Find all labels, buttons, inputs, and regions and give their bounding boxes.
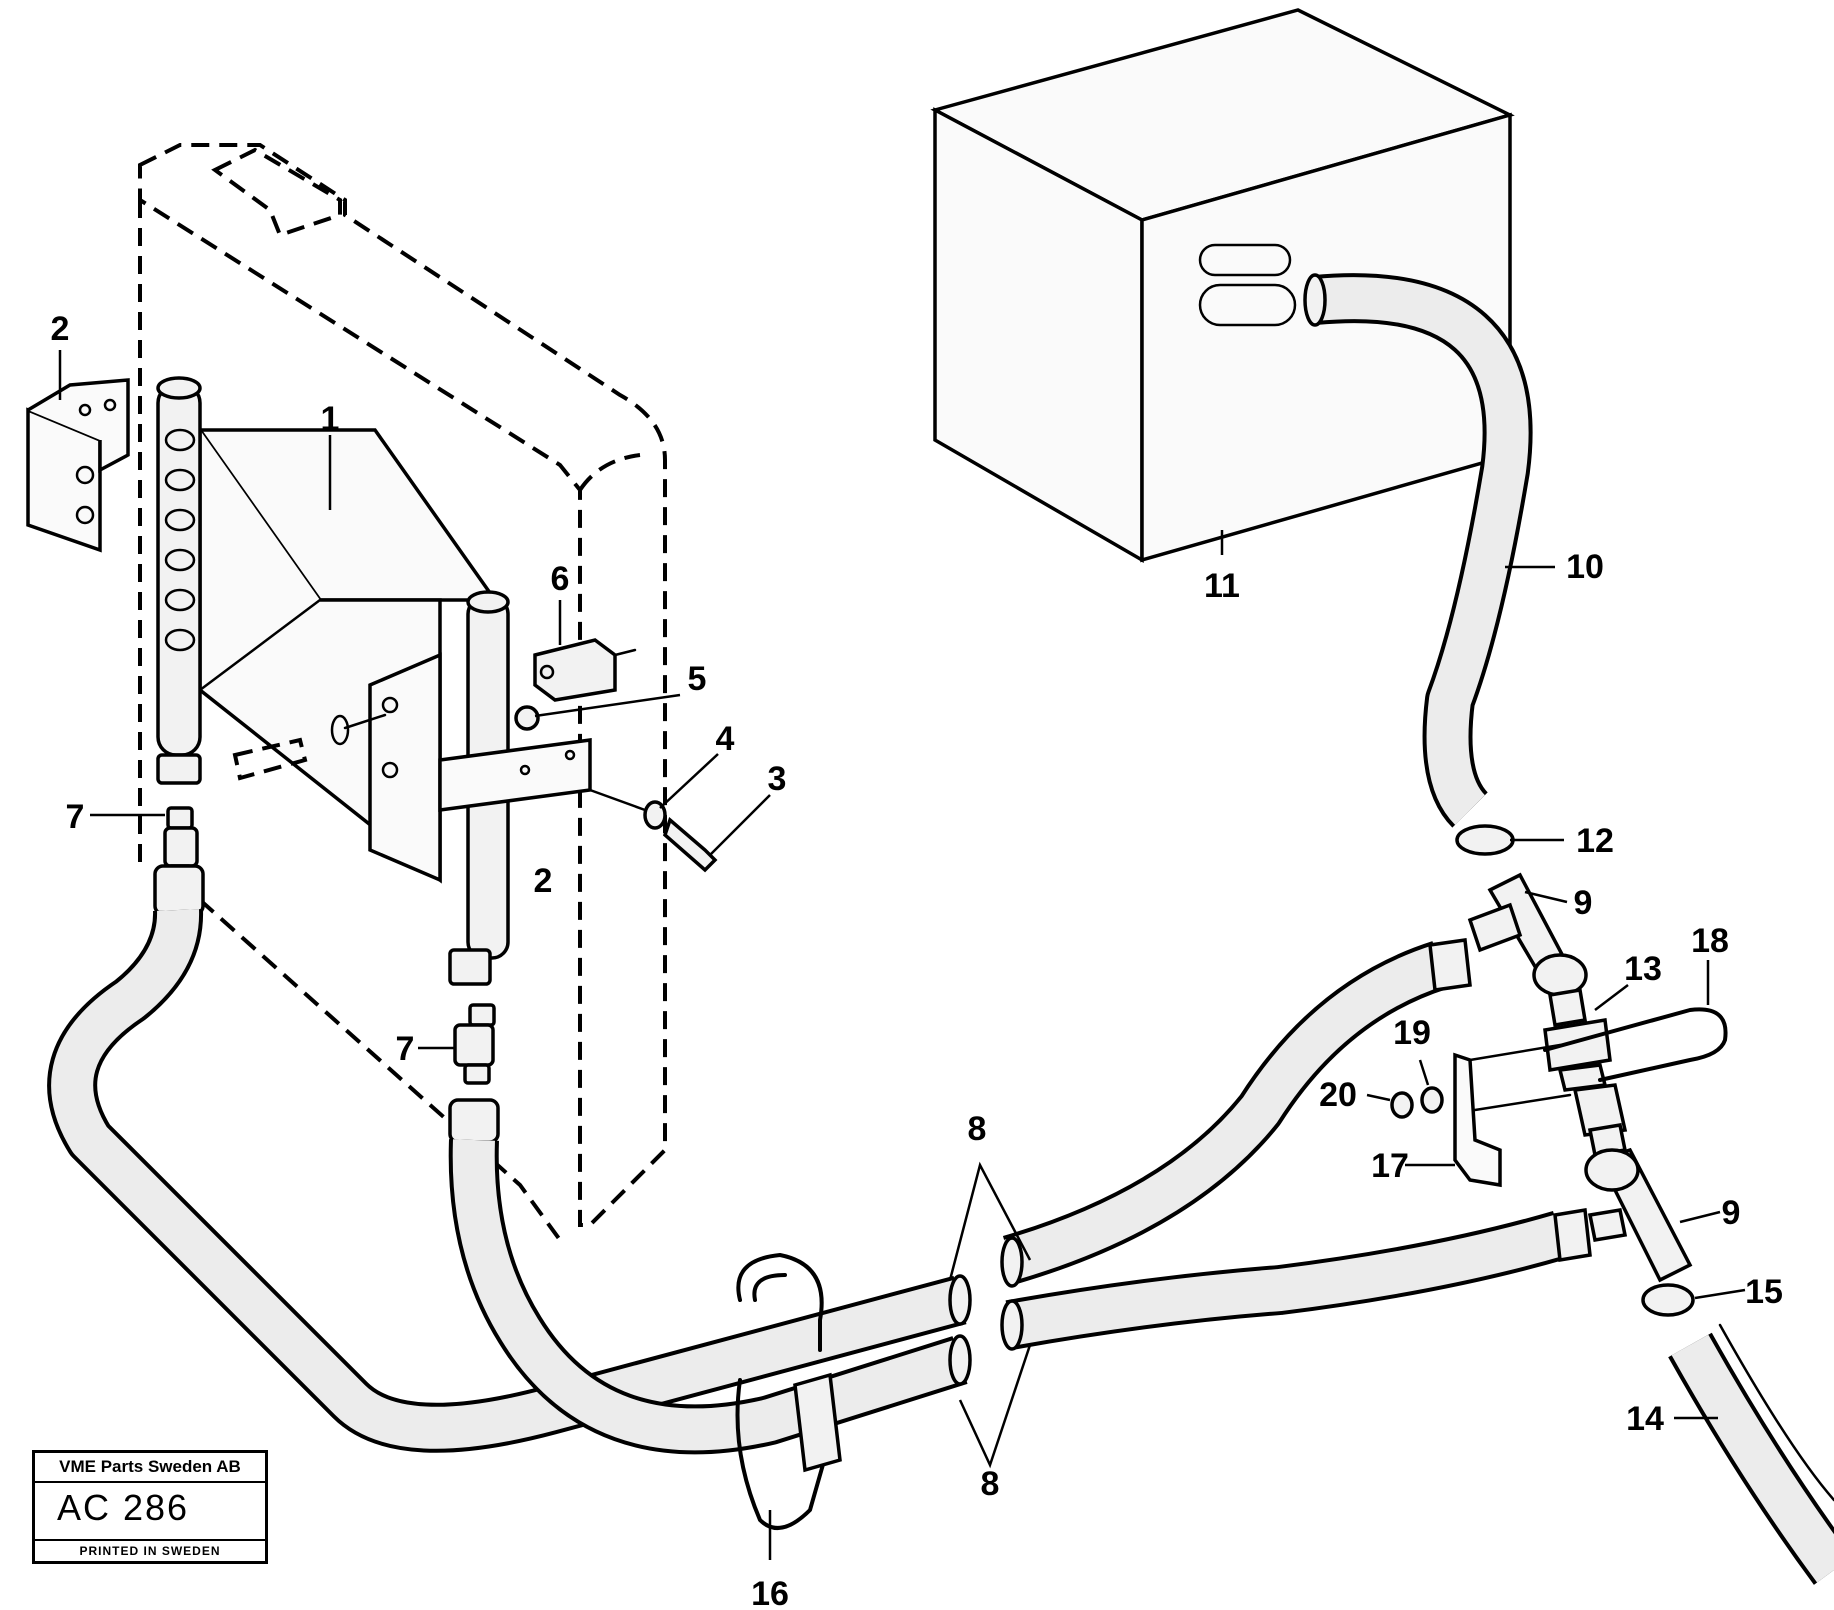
- callout-16: 16: [751, 1575, 789, 1610]
- title-block: VME Parts Sweden AB AC 286 PRINTED IN SW…: [32, 1450, 268, 1564]
- callout-10: 10: [1566, 548, 1604, 586]
- right-tube-fittings: [448, 948, 500, 1144]
- u-bolt: [1543, 1007, 1728, 1082]
- leader-lines: [58, 350, 1746, 1560]
- oil-cooler: [156, 376, 510, 960]
- callout-7-left: 7: [66, 798, 85, 836]
- small-bracket: [1390, 1043, 1572, 1188]
- callout-18: 18: [1691, 922, 1729, 960]
- callout-3: 3: [768, 760, 787, 798]
- callout-9-upper: 9: [1574, 884, 1593, 922]
- washer-and-bolt: [588, 788, 718, 873]
- left-tube-fittings: [153, 753, 205, 916]
- diagram-code: AC 286: [57, 1487, 190, 1528]
- radiator-outline: [138, 143, 667, 1242]
- ghost-bolt: [232, 713, 387, 781]
- oil-tank: [930, 8, 1515, 564]
- callout-11: 11: [1204, 567, 1240, 605]
- connector-part: [1543, 987, 1628, 1158]
- callout-numbers: 2 1 6 5 4 3 2 7 7 11 10 12 9 13 18 19 20…: [51, 310, 1783, 1610]
- callout-13: 13: [1624, 950, 1662, 988]
- upper-tee-assembly: [1455, 824, 1588, 997]
- callout-14: 14: [1626, 1400, 1664, 1438]
- callout-8-lower: 8: [981, 1465, 1000, 1503]
- callout-1: 1: [321, 400, 340, 438]
- callout-15: 15: [1745, 1273, 1783, 1311]
- bracket-middle: [368, 652, 592, 883]
- printed-note: PRINTED IN SWEDEN: [35, 1539, 265, 1561]
- callout-4: 4: [716, 720, 735, 758]
- callout-20: 20: [1319, 1076, 1357, 1114]
- callout-12: 12: [1576, 822, 1614, 860]
- callout-5: 5: [688, 660, 707, 698]
- nut-part: [514, 705, 540, 731]
- callout-9-lower: 9: [1722, 1194, 1741, 1232]
- hose-return: [1303, 273, 1533, 828]
- company-name: VME Parts Sweden AB: [35, 1453, 265, 1483]
- callout-17: 17: [1371, 1147, 1409, 1185]
- callout-6: 6: [551, 560, 570, 598]
- callout-2-bracket-left: 2: [51, 310, 70, 348]
- lower-tee-assembly: [1584, 1147, 1695, 1317]
- hose-strap: [735, 1253, 842, 1530]
- callout-2-bracket-middle: 2: [534, 862, 553, 900]
- hose-supply: [1668, 1323, 1834, 1585]
- callout-7-right: 7: [396, 1030, 415, 1068]
- bracket-left: [26, 378, 130, 553]
- callout-8-upper: 8: [968, 1110, 987, 1148]
- callout-19: 19: [1393, 1014, 1431, 1052]
- hoses-long: [47, 909, 1592, 1455]
- spacer-part: [533, 638, 637, 702]
